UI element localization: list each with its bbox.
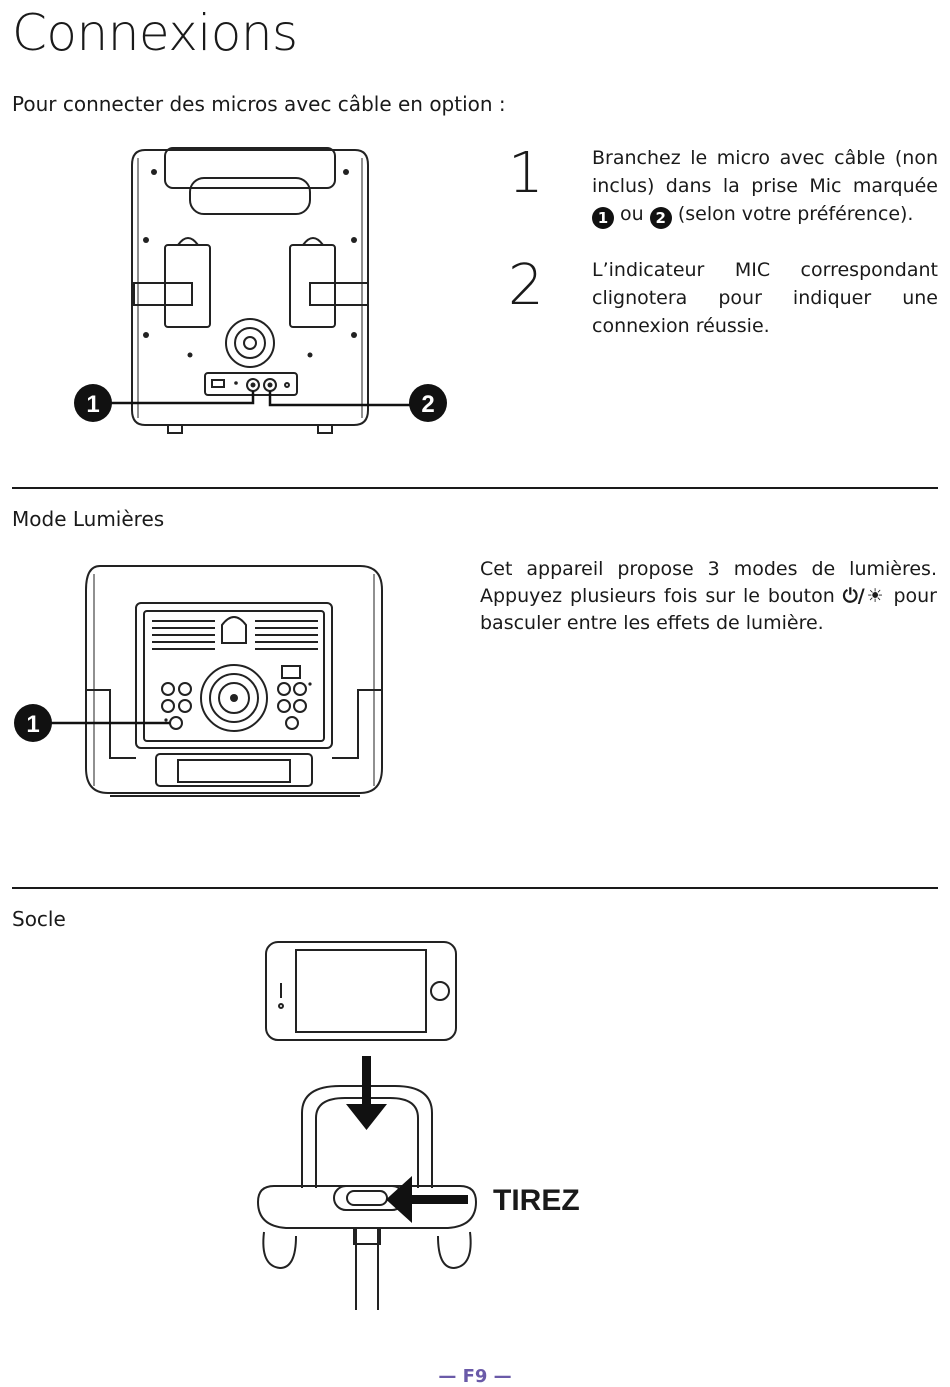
step-1-text-c: (selon votre préférence). (677, 203, 914, 225)
speaker-front-illustration: 1 (14, 565, 383, 797)
mic-badge-1: 1 (592, 207, 614, 229)
page-number: — F9 — (438, 1366, 512, 1387)
section-divider-2 (12, 887, 938, 889)
step-1-number: 1 (508, 141, 544, 206)
page-title: Connexions (12, 4, 298, 62)
callout-2: 2 (421, 391, 434, 418)
step-1-text: Branchez le micro avec câble (non inclus… (592, 144, 938, 229)
light-text-a: Cet appareil propose 3 modes de lumières… (480, 558, 937, 607)
mic-badge-2: 2 (649, 207, 672, 229)
step-1-text-b: ou (620, 203, 644, 225)
light-section-title: Mode Lumières (12, 507, 165, 531)
step-2-text: L’indicateur MIC correspondant clignoter… (592, 259, 938, 337)
power-light-button-symbol: ⏻/☀ (842, 585, 886, 607)
page-subtitle: Pour connecter des micros avec câble en … (12, 92, 506, 116)
step-1-text-a: Branchez le micro avec câble (non inclus… (592, 147, 938, 197)
dock-section-title: Socle (12, 907, 66, 931)
dock-illustration (256, 941, 478, 1310)
step-2-number: 2 (508, 253, 544, 318)
pull-label: TIREZ (493, 1184, 580, 1217)
speaker-back-illustration: 1 2 (74, 147, 447, 434)
light-section-text: Cet appareil propose 3 modes de lumières… (480, 556, 937, 637)
callout-1: 1 (86, 391, 99, 418)
light-callout-1: 1 (26, 711, 39, 738)
section-divider (12, 487, 938, 489)
light-text-b: pour basculer entre les effets de lumièr… (480, 585, 937, 634)
